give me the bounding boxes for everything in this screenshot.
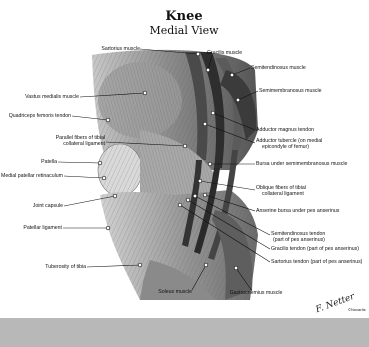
label-medial-patellar-retinaculum: Medial patellar retinaculum	[1, 173, 63, 179]
label-vastus-medialis-muscle: Vastus medialis muscle	[25, 94, 79, 100]
label-adductor-magnus-tendon: Adductor magnus tendon	[256, 127, 314, 133]
label-parallel-fibers-2: collateral ligament	[63, 141, 105, 147]
page-subtitle: Medial View	[149, 24, 219, 37]
label-patellar-ligament: Patellar ligament	[23, 225, 62, 231]
label-quadriceps-femoris-tendon: Quadriceps femoris tendon	[9, 113, 71, 119]
label-semitendinosus-muscle: Semitendinosus muscle	[251, 65, 306, 71]
page-title: Knee	[165, 9, 202, 24]
label-semitendinosus-tendon-2: (part of pes anserinus)	[273, 237, 325, 243]
label-joint-capsule: Joint capsule	[33, 203, 63, 209]
footer-bar	[0, 318, 369, 347]
label-bursa-semimembranosus: Bursa under semimembranosus muscle	[256, 161, 348, 167]
label-soleus-muscle: Soleus muscle	[158, 289, 192, 295]
label-anserine-bursa: Anserine bursa under pes anserinus	[256, 208, 340, 214]
label-semimembranosus-muscle: Semimembranosus muscle	[259, 88, 322, 94]
label-sartorius-muscle: Sartorius muscle	[101, 46, 140, 52]
label-tuberosity-of-tibia: Tuberosity of tibia	[45, 264, 86, 270]
label-oblique-fibers-2: collateral ligament	[262, 191, 304, 197]
label-patella: Patella	[41, 159, 57, 165]
label-sartorius-tendon: Sartorius tendon (part of pes anserinus)	[271, 259, 363, 265]
label-gracilis-muscle: Gracilis muscle	[207, 50, 242, 56]
label-gastrocnemius-muscle: Gastrocnemius muscle	[230, 290, 283, 296]
knee-illustration	[92, 50, 258, 300]
label-adductor-tubercle-2: epicondyle of femur)	[262, 144, 309, 150]
copyright-text: ©Novartis	[348, 307, 366, 312]
label-gracilis-tendon: Gracilis tendon (part of pes anserinus)	[271, 246, 359, 252]
